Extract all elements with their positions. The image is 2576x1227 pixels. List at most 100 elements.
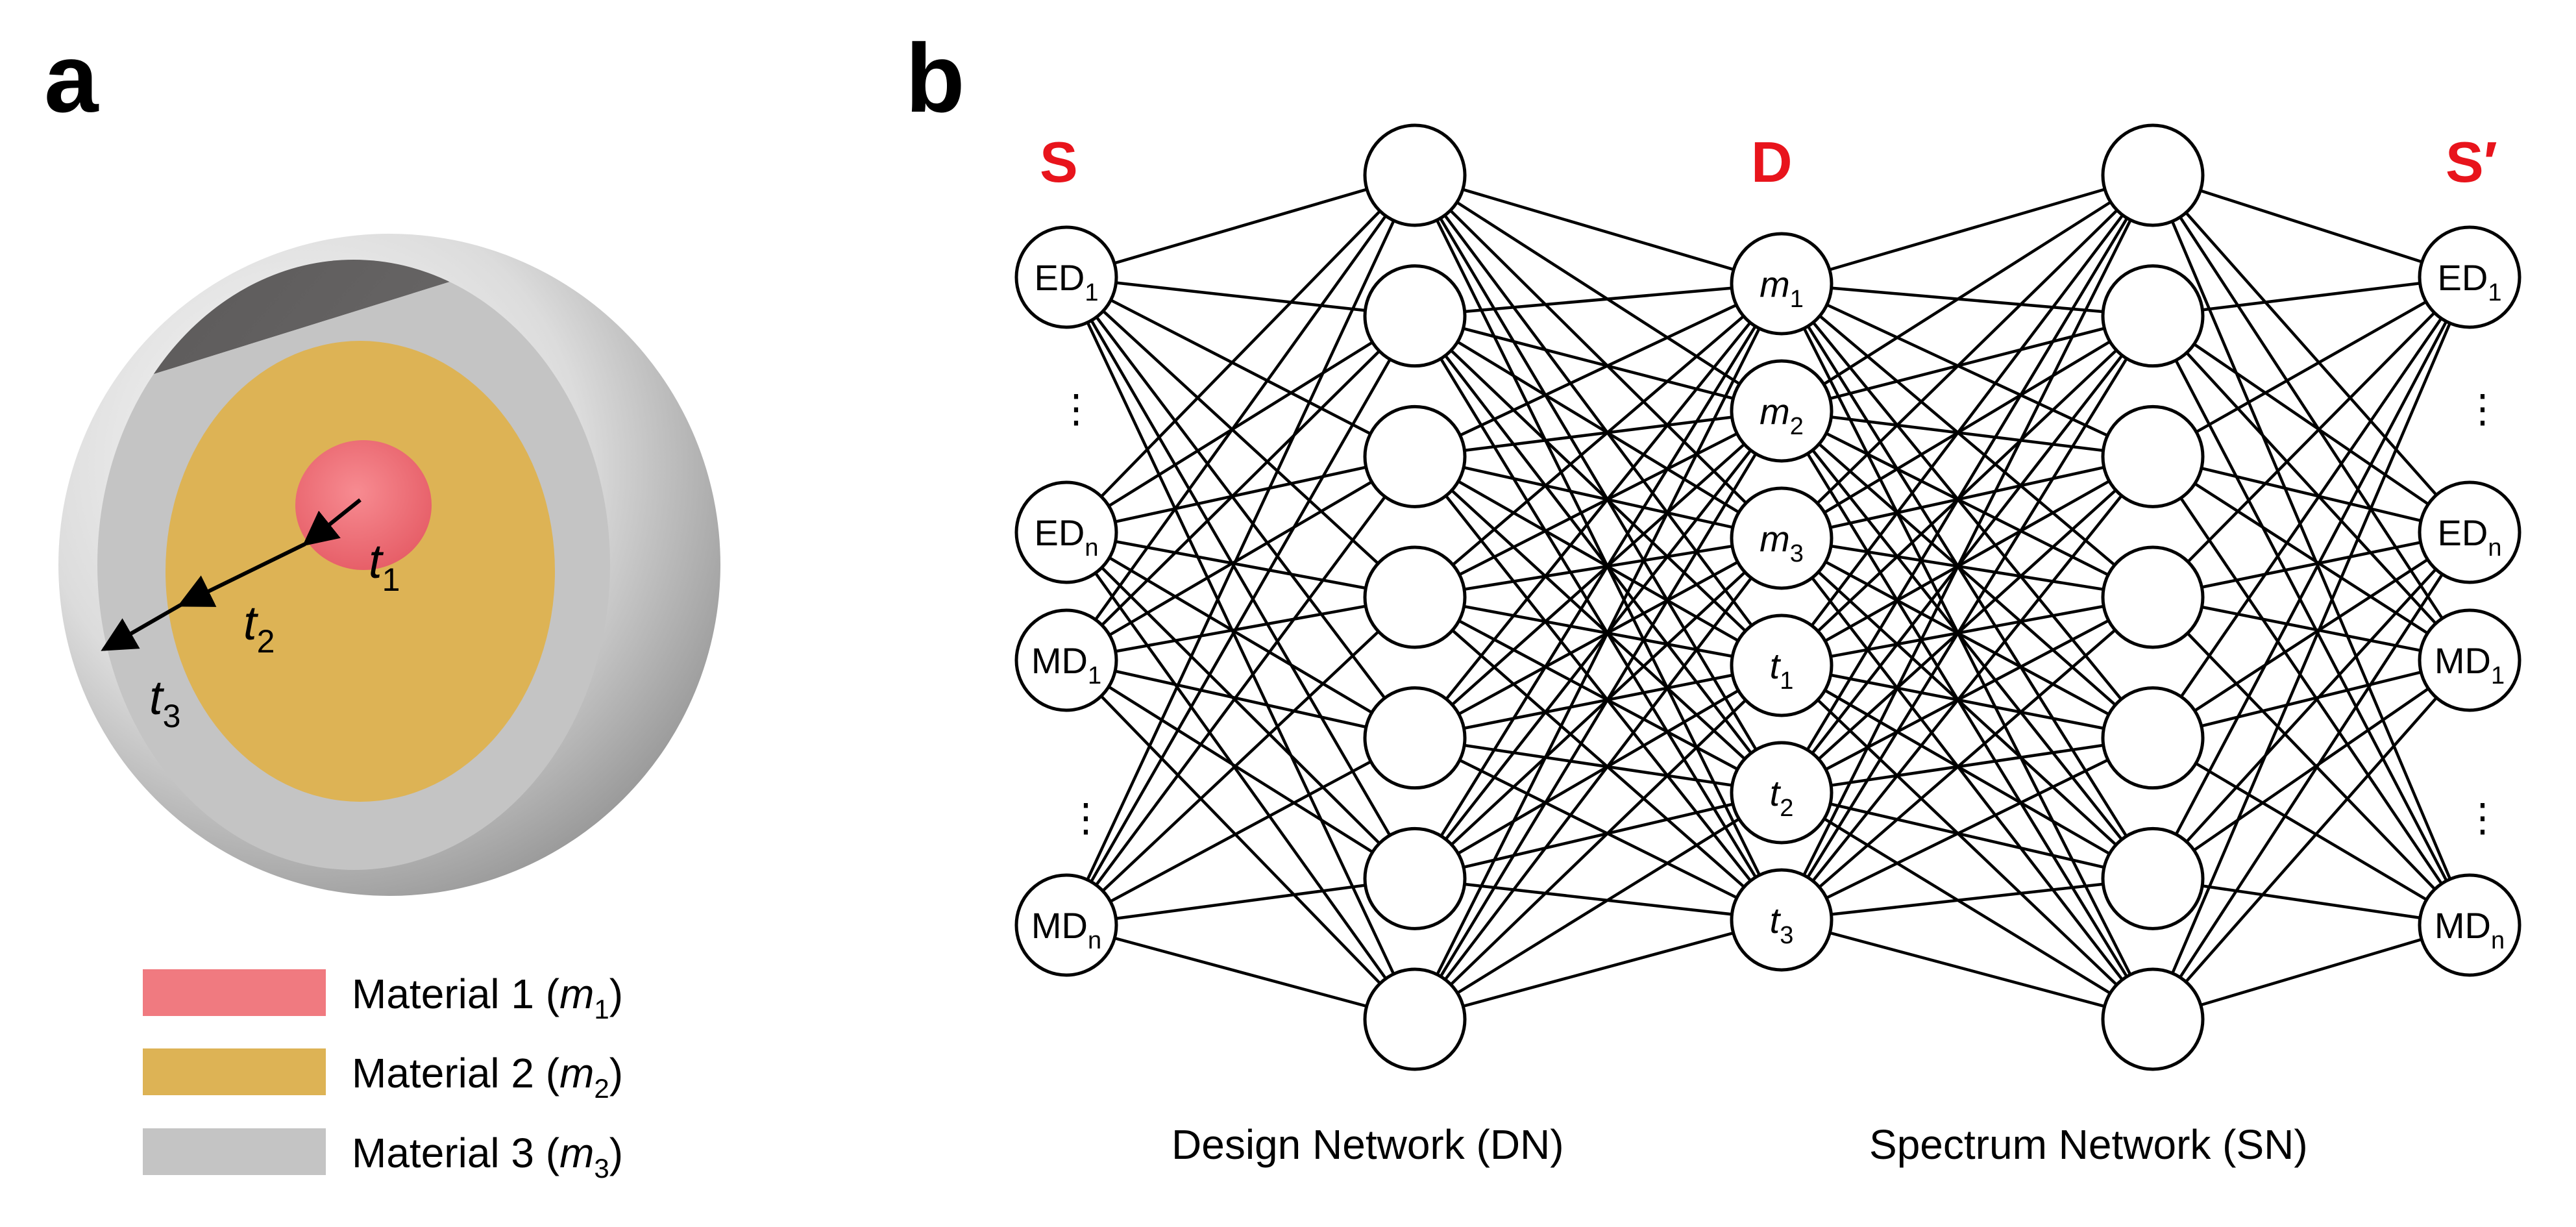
edge-hidden2-2-output-0 <box>2152 276 2471 458</box>
edge-hidden1-1-design-3 <box>1414 315 1783 667</box>
edge-hidden1-4-design-2 <box>1414 537 1783 739</box>
edge-input-0-hidden1-6 <box>1064 277 1417 1020</box>
legend-label-material-3: Material 3 (m3) <box>352 1130 623 1184</box>
edge-design-2-hidden2-6 <box>1780 537 2154 1021</box>
node-label: t3 <box>1770 900 1794 949</box>
node-label: EDn <box>2438 512 2502 562</box>
node-label: EDn <box>1035 512 1099 562</box>
edge-hidden1-1-design-0 <box>1414 282 1782 317</box>
edge-hidden2-3-output-1 <box>2152 530 2470 599</box>
edge-hidden2-3-output-0 <box>2152 276 2471 599</box>
panel-b: b S D S′ ED1EDnMD1MDnm1m2m3t1t2t3ED1EDnM… <box>905 23 2521 1168</box>
edge-input-3-hidden1-3 <box>1065 596 1416 926</box>
edge-design-5-hidden2-6 <box>1781 918 2153 1021</box>
edge-hidden1-4-design-1 <box>1414 410 1783 739</box>
edge-hidden2-1-output-1 <box>2152 314 2471 534</box>
node-circle <box>1014 480 1118 584</box>
edge-design-2-hidden2-5 <box>1780 537 2154 880</box>
edge-hidden2-5-output-3 <box>2152 877 2470 927</box>
edge-design-1-hidden2-3 <box>1780 409 2154 599</box>
node-hidden2-0 <box>2101 123 2205 227</box>
edge-hidden1-3-design-4 <box>1414 596 1783 794</box>
node-design-0: m1 <box>1730 232 1834 336</box>
edge-hidden2-2-output-2 <box>2152 455 2471 662</box>
node-hidden2-5 <box>2101 826 2205 930</box>
node-hidden1-5 <box>1363 826 1467 930</box>
edge-hidden2-3-output-2 <box>2152 595 2470 662</box>
edge-design-1-hidden2-0 <box>1780 174 2154 412</box>
node-design-4: t2 <box>1730 741 1834 845</box>
edge-hidden1-5-design-5 <box>1414 877 1782 922</box>
edge-input-1-hidden1-3 <box>1066 530 1416 599</box>
edge-design-4-hidden2-4 <box>1781 736 2153 795</box>
node-hidden2-1 <box>2101 264 2205 368</box>
node-label: t2 <box>1770 773 1794 822</box>
legend-label-material-1: Material 1 (m1) <box>352 971 623 1024</box>
edge-hidden1-2-design-0 <box>1414 282 1782 458</box>
edge-hidden1-1-design-2 <box>1414 314 1783 539</box>
edge-input-0-hidden1-5 <box>1065 276 1416 880</box>
edge-hidden1-3-design-3 <box>1414 595 1782 667</box>
t2-label: t2 <box>243 596 275 660</box>
node-circle <box>2418 873 2521 977</box>
edge-hidden2-0-output-3 <box>2151 175 2472 926</box>
edge-hidden2-1-output-2 <box>2152 315 2471 662</box>
edge-hidden2-2-output-1 <box>2152 455 2470 534</box>
output-ellipsis-2: ⋮ <box>2463 796 2502 839</box>
edge-design-1-hidden2-2 <box>1781 409 2153 458</box>
edge-input-3-hidden1-0 <box>1064 175 1417 926</box>
edge-design-0-hidden2-5 <box>1780 282 2154 880</box>
edge-hidden2-6-output-0 <box>2151 277 2472 1020</box>
edge-design-5-hidden2-2 <box>1780 455 2154 921</box>
edge-hidden1-6-design-2 <box>1414 537 1783 1021</box>
edge-hidden1-6-design-1 <box>1414 410 1783 1021</box>
edge-hidden1-0-design-2 <box>1414 174 1783 539</box>
edge-hidden1-0-design-4 <box>1414 174 1783 794</box>
edge-design-1-hidden2-6 <box>1780 410 2154 1021</box>
edge-input-2-hidden1-2 <box>1065 455 1416 662</box>
edge-hidden1-6-design-5 <box>1414 918 1782 1021</box>
edge-design-0-hidden2-1 <box>1781 282 2153 317</box>
edge-hidden1-5-design-2 <box>1414 537 1783 880</box>
node-circle <box>2101 123 2205 227</box>
legend-swatch-material-1 <box>143 969 326 1016</box>
spectrum-network-caption: Spectrum Network (SN) <box>1869 1121 2308 1168</box>
input-ellipsis-2: ⋮ <box>1066 796 1105 839</box>
material-1-core <box>295 440 432 570</box>
edge-hidden1-4-design-4 <box>1414 736 1782 795</box>
edge-hidden2-6-output-1 <box>2152 531 2471 1021</box>
edge-design-2-hidden2-3 <box>1781 536 2153 599</box>
node-circle <box>2101 404 2205 508</box>
edge-design-3-hidden2-2 <box>1780 455 2154 667</box>
node-circle <box>1363 826 1467 930</box>
node-output-2: MD1 <box>2418 608 2521 712</box>
edge-input-3-hidden1-4 <box>1065 736 1416 926</box>
edge-design-4-hidden2-3 <box>1780 596 2154 794</box>
edge-design-3-hidden2-3 <box>1781 595 2153 667</box>
edge-hidden1-0-design-3 <box>1414 174 1783 667</box>
edge-input-1-hidden1-6 <box>1065 531 1416 1021</box>
node-label: ED1 <box>1035 257 1099 306</box>
legend-swatch-material-3 <box>143 1128 326 1175</box>
t1-label: t1 <box>369 534 400 598</box>
edge-hidden1-2-design-5 <box>1414 455 1783 921</box>
edge-hidden1-3-design-0 <box>1414 282 1783 599</box>
t3-label: t3 <box>149 671 180 734</box>
node-label: t1 <box>1770 645 1794 695</box>
edge-input-1-hidden1-0 <box>1065 174 1416 534</box>
edge-hidden2-1-output-0 <box>2152 275 2470 317</box>
edge-hidden1-1-design-1 <box>1414 314 1782 413</box>
edge-hidden1-2-design-4 <box>1414 455 1783 794</box>
t3-arrow <box>101 603 182 651</box>
node-circle <box>2101 686 2205 790</box>
edge-input-2-hidden1-0 <box>1065 174 1416 662</box>
edge-hidden1-1-design-5 <box>1414 315 1783 921</box>
node-circle <box>2101 967 2205 1071</box>
node-label: MDn <box>1031 905 1101 954</box>
edge-hidden1-3-design-1 <box>1414 409 1783 599</box>
node-hidden2-4 <box>2101 686 2205 790</box>
node-design-5: t3 <box>1730 868 1834 972</box>
node-hidden2-2 <box>2101 404 2205 508</box>
node-input-1: EDn <box>1014 480 1118 584</box>
